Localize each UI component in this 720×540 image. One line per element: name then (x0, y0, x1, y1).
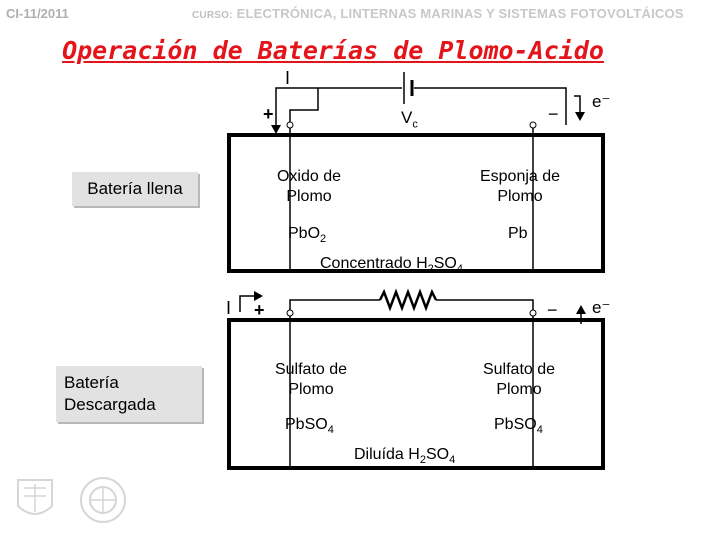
charged-cell-box (227, 133, 605, 273)
charged-left-formula: PbO2 (288, 225, 327, 246)
charged-plus-sign: + (263, 104, 274, 124)
discharged-load-resistor (378, 288, 438, 312)
discharged-load-wire-right (436, 299, 534, 313)
charged-voltage-label: Vc (401, 108, 418, 131)
charged-electron-arrow (575, 112, 585, 121)
discharged-minus-sign: − (547, 300, 558, 320)
charged-right-terminal (529, 121, 537, 129)
institution-logos (17, 477, 126, 523)
course-code: CI-11/2011 (6, 6, 69, 21)
discharged-left-formula: PbSO4 (285, 416, 334, 437)
discharged-current-arrow (254, 291, 263, 301)
charged-right-wire (414, 87, 567, 125)
discharged-electron-arrow (576, 305, 586, 314)
discharged-right-terminal (529, 309, 537, 317)
discharged-left-plate-label: Sulfato de Plomo (274, 361, 348, 398)
discharged-left-terminal (286, 309, 294, 317)
discharged-right-plate-label: Sulfato de Plomo (482, 361, 556, 398)
charged-electrolyte: Concentrado H2SO4 (320, 255, 463, 276)
course-name: ELECTRÓNICA, LINTERNAS MARINAS Y SISTEMA… (236, 6, 684, 21)
discharged-left-bracket (239, 295, 254, 312)
charged-electron-label: e⁻ (592, 92, 611, 111)
page-title: Operación de Baterías de Plomo-Acido (62, 36, 604, 65)
discharged-state-label: Batería Descargada (56, 366, 202, 422)
charged-left-plate-label: Oxido de Plomo (276, 168, 342, 205)
university-seal-logo (17, 479, 53, 515)
charged-current-label: I (285, 68, 291, 88)
faculty-logo (80, 477, 126, 523)
discharged-right-formula: PbSO4 (494, 416, 543, 437)
charged-electron-bracket (574, 95, 581, 112)
discharged-current-label: I (226, 298, 232, 318)
charged-right-formula: Pb (508, 225, 528, 242)
discharged-cell-box (227, 318, 605, 470)
discharged-plus-sign: + (254, 300, 265, 320)
discharged-load-wire-left (289, 299, 380, 313)
charged-current-arrow (271, 125, 281, 134)
charged-left-terminal (286, 121, 294, 129)
charged-left-lead (289, 88, 319, 125)
charged-right-plate-label: Esponja de Plomo (479, 168, 561, 205)
charged-state-label: Batería llena (72, 172, 198, 206)
charged-minus-sign: − (548, 104, 559, 124)
discharged-electrolyte: Diluída H2SO4 (354, 446, 456, 467)
charged-left-wire (275, 87, 318, 125)
discharged-electron-label: e⁻ (592, 298, 611, 317)
course-label: CURSO: (192, 10, 233, 21)
course-header: CURSO:ELECTRÓNICA, LINTERNAS MARINAS Y S… (192, 6, 684, 21)
